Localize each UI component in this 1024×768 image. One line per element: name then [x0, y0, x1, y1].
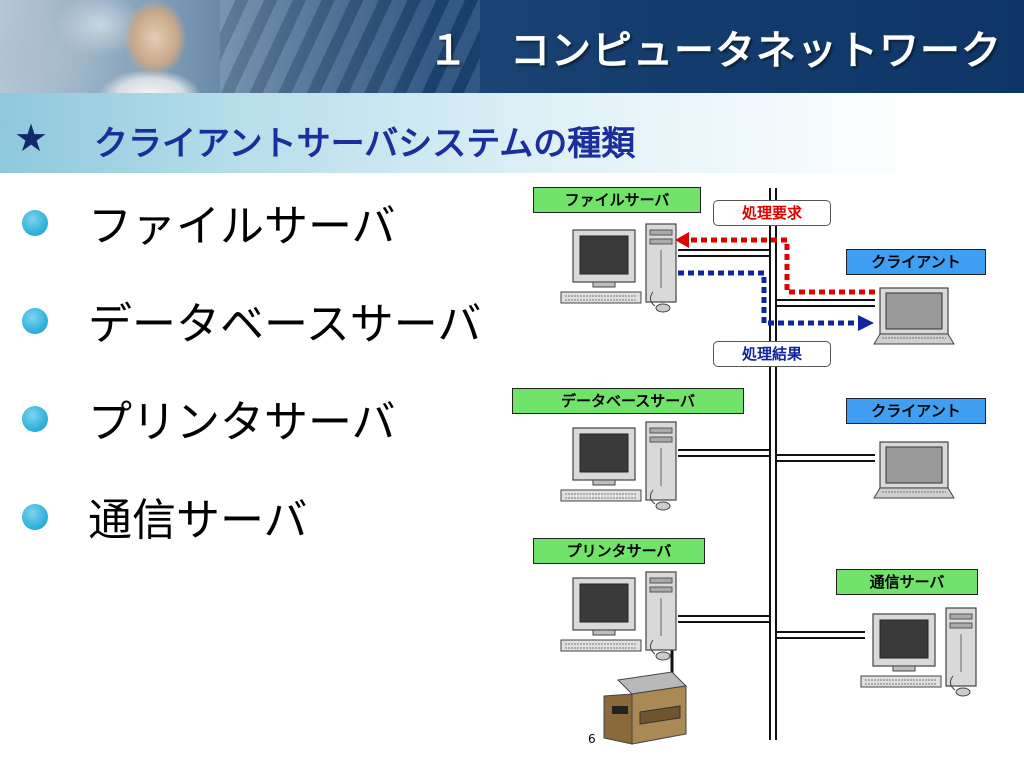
- bullet-dot-icon: [22, 504, 48, 530]
- slide-subtitle: クライアントサーバシステムの種類: [94, 124, 636, 164]
- star-icon: ★: [14, 116, 49, 160]
- request-arrowhead-icon: [675, 232, 689, 248]
- bullet-dot-icon: [22, 210, 48, 236]
- printer-icon: [603, 671, 688, 745]
- bullet-text: プリンタサーバ: [88, 397, 396, 448]
- header-banner: １ コンピュータネットワーク: [0, 0, 1024, 93]
- request-arrow: [685, 237, 875, 295]
- file-server-computer-icon: [560, 223, 677, 313]
- bullet-text: データベースサーバ: [88, 299, 482, 350]
- header-photo: [0, 0, 430, 93]
- subtitle-band: [0, 93, 1024, 173]
- network-diagram: ファイルサーバ 処理要求 クライアント 処理結果 データベースサーバ クライアン…: [500, 180, 1020, 755]
- bullet-text: 通信サーバ: [88, 495, 308, 546]
- client-laptop-icon: [873, 441, 955, 499]
- result-label: 処理結果: [713, 341, 831, 367]
- request-label: 処理要求: [713, 200, 831, 226]
- header-keyboard-texture: [220, 0, 480, 93]
- printer-server-label: プリンタサーバ: [533, 538, 705, 564]
- database-server-computer-icon: [560, 421, 677, 511]
- comm-server-label: 通信サーバ: [836, 569, 978, 595]
- network-diagram-svg: [560, 188, 977, 745]
- result-arrow: [678, 270, 858, 326]
- page-number: 6: [588, 732, 596, 746]
- client-laptop-icon: [873, 287, 955, 345]
- printer-server-computer-icon: [560, 571, 677, 661]
- client-label: クライアント: [846, 249, 986, 275]
- file-server-label: ファイルサーバ: [533, 187, 701, 213]
- database-server-label: データベースサーバ: [512, 388, 744, 414]
- client-label: クライアント: [846, 398, 986, 424]
- bullet-text: ファイルサーバ: [88, 201, 396, 252]
- slide-title: １ コンピュータネットワーク: [428, 28, 1002, 74]
- comm-server-computer-icon: [860, 607, 977, 697]
- bullet-dot-icon: [22, 406, 48, 432]
- result-arrowhead-icon: [858, 315, 874, 331]
- bullet-dot-icon: [22, 308, 48, 334]
